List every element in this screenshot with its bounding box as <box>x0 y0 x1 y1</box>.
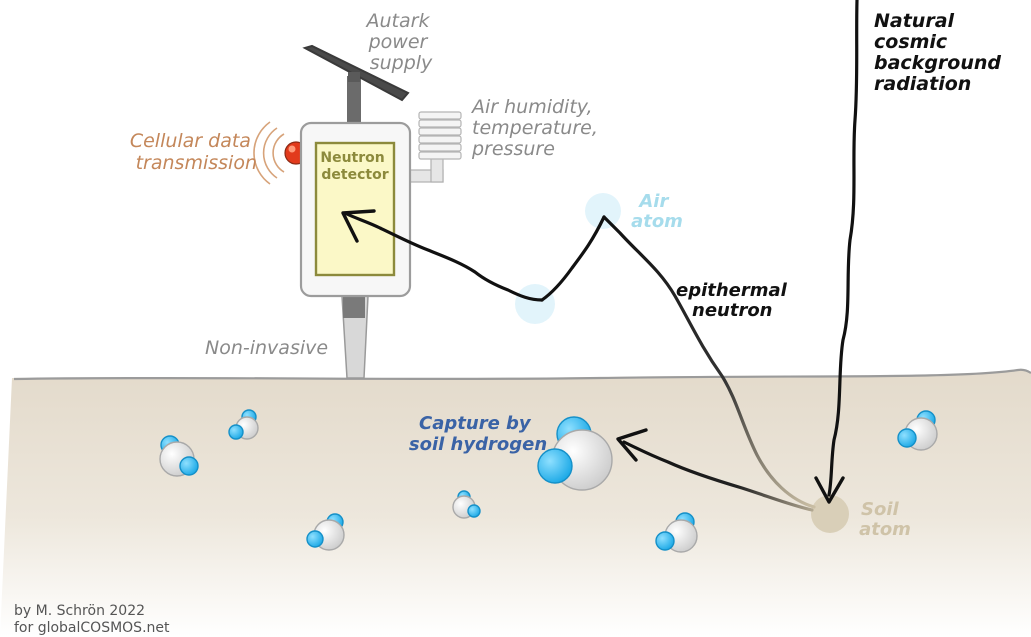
label-air-sensors: Air humidity, temperature, pressure <box>470 96 604 160</box>
weather-shield-icon <box>418 111 462 160</box>
water-molecule-icon <box>897 410 938 451</box>
soil-layer <box>0 370 1031 637</box>
neutron-detector-box <box>314 141 396 277</box>
credit-site: for globalCOSMOS.net <box>14 620 170 636</box>
hydrogen-atom <box>228 424 244 440</box>
label-cellular: Cellular data transmission <box>130 130 257 174</box>
cosmic-ray-arrowhead <box>814 476 845 504</box>
water-molecule-icon <box>537 416 613 491</box>
epithermal-neutron-path-up <box>602 215 816 509</box>
air-atom-lower <box>515 284 555 324</box>
credit-author: by M. Schrön 2022 <box>14 603 146 619</box>
air-atom-upper <box>585 193 621 229</box>
hydrogen-atom <box>537 448 573 484</box>
solar-panel-icon <box>302 44 410 102</box>
hydrogen-atom <box>897 428 917 448</box>
capture-arrowhead <box>616 428 648 462</box>
hydrogen-atom <box>655 531 675 551</box>
soil-surface-line <box>13 368 1031 381</box>
water-molecule-icon <box>655 512 698 553</box>
capture-path <box>622 440 814 512</box>
water-molecule-icon <box>159 435 199 477</box>
water-molecule-icon <box>228 409 259 440</box>
water-molecule-icon <box>452 490 481 519</box>
label-power-supply: Autark power supply <box>365 10 436 74</box>
water-molecule-icon <box>306 513 345 551</box>
hydrogen-atom <box>306 530 324 548</box>
water-molecules <box>159 409 938 553</box>
label-epithermal-neutron: epithermal neutron <box>676 280 793 321</box>
neutron-path-to-detector <box>345 212 544 302</box>
cellular-signal-icon <box>253 121 285 185</box>
soil-atom <box>811 495 849 533</box>
label-cosmic-radiation: Natural cosmic background radiation <box>874 10 1008 95</box>
cosmic-ray-path <box>827 0 859 497</box>
station-pole-top <box>347 76 361 124</box>
detector-arrowhead <box>341 209 376 243</box>
hydrogen-atom <box>179 456 199 476</box>
neutron-path-air-bounce <box>540 215 606 302</box>
label-capture: Capture by soil hydrogen <box>409 413 547 455</box>
label-neutron-detector: Neutron detector <box>320 150 389 183</box>
label-air-atom: Air atom <box>631 191 683 232</box>
hydrogen-atom <box>467 504 481 518</box>
label-non-invasive: Non-invasive <box>205 337 328 359</box>
label-soil-atom: Soil atom <box>859 499 911 540</box>
